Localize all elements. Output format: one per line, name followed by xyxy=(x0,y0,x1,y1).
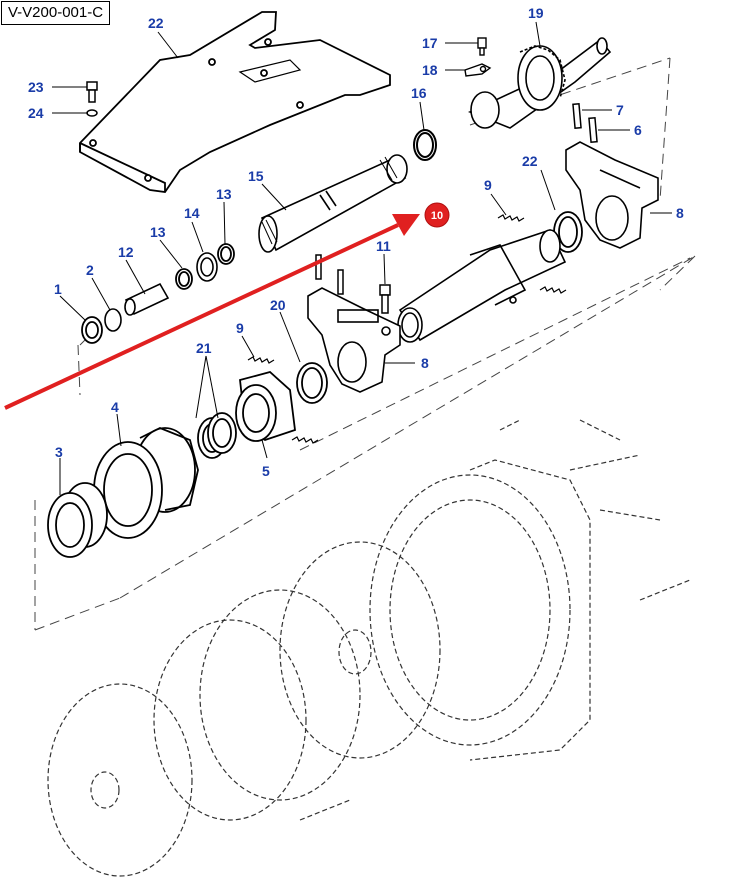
ring-pair-21 xyxy=(197,412,237,459)
stub-shaft-12 xyxy=(124,282,170,316)
release-bearing-5 xyxy=(235,371,296,442)
callout-labels: 22 23 24 17 18 19 16 7 6 15 22 9 8 14 13… xyxy=(28,5,684,479)
pin-pair xyxy=(315,254,344,295)
callout-9-upper[interactable]: 9 xyxy=(484,177,492,193)
callout-2[interactable]: 2 xyxy=(86,262,94,278)
tab-washer-18 xyxy=(464,63,492,77)
callout-5[interactable]: 5 xyxy=(262,463,270,479)
callout-16[interactable]: 16 xyxy=(411,85,427,101)
clutch-assembly-ghost xyxy=(47,419,691,877)
pin-7 xyxy=(572,102,582,130)
callout-4[interactable]: 4 xyxy=(111,399,119,415)
diagram-code-label: V-V200-001-C xyxy=(1,1,111,25)
callout-1[interactable]: 1 xyxy=(54,281,62,297)
callout-14[interactable]: 14 xyxy=(184,205,200,221)
highlight-badge-label: 10 xyxy=(431,210,443,222)
callout-18[interactable]: 18 xyxy=(422,62,438,78)
callout-21[interactable]: 21 xyxy=(196,340,212,356)
spring-9-right xyxy=(539,286,567,294)
ring-13-upper xyxy=(217,243,235,265)
gear-shaft-19 xyxy=(467,37,612,129)
callout-6[interactable]: 6 xyxy=(634,122,642,138)
snap-ring-16 xyxy=(413,129,437,161)
ring-2 xyxy=(104,308,122,332)
callout-12[interactable]: 12 xyxy=(118,244,134,260)
guide-sleeve-10 xyxy=(397,229,567,343)
bolt-11 xyxy=(379,284,391,314)
callout-24[interactable]: 24 xyxy=(28,105,44,121)
shaft-15 xyxy=(258,154,408,253)
ring-20 xyxy=(296,362,328,404)
seal-1 xyxy=(81,316,103,344)
callout-leaders xyxy=(52,21,672,495)
release-fork-upper xyxy=(565,141,659,249)
callout-8-lower[interactable]: 8 xyxy=(421,355,429,371)
callout-15[interactable]: 15 xyxy=(248,168,264,184)
ring-22 xyxy=(553,211,583,253)
callout-22-plate[interactable]: 22 xyxy=(148,15,164,31)
ring-13-lower xyxy=(175,268,193,290)
callout-17[interactable]: 17 xyxy=(422,35,438,51)
callout-11[interactable]: 11 xyxy=(376,238,391,254)
callout-8-upper[interactable]: 8 xyxy=(676,205,684,221)
bearing-14 xyxy=(196,252,218,282)
callout-20[interactable]: 20 xyxy=(270,297,286,313)
washer-24 xyxy=(86,109,98,117)
spring-9-upper xyxy=(497,214,525,222)
pressure-plate-4 xyxy=(93,427,199,539)
callout-9-lower[interactable]: 9 xyxy=(236,320,244,336)
highlight-arrow xyxy=(4,214,420,410)
screw-17 xyxy=(477,37,487,56)
highlight-badge-10[interactable]: 10 xyxy=(424,202,450,228)
release-fork-lower xyxy=(307,287,401,393)
callout-7[interactable]: 7 xyxy=(616,102,624,118)
callout-13-upper[interactable]: 13 xyxy=(216,186,232,202)
callout-23[interactable]: 23 xyxy=(28,79,44,95)
callout-22-ring[interactable]: 22 xyxy=(522,153,538,169)
spring-9-lower xyxy=(247,356,319,444)
callout-13-lower[interactable]: 13 xyxy=(150,224,166,240)
pin-6 xyxy=(588,116,598,144)
bolt-23 xyxy=(86,81,98,103)
mounting-plate xyxy=(79,11,391,193)
hub-3 xyxy=(47,482,108,558)
callout-3[interactable]: 3 xyxy=(55,444,63,460)
callout-19[interactable]: 19 xyxy=(528,5,544,21)
